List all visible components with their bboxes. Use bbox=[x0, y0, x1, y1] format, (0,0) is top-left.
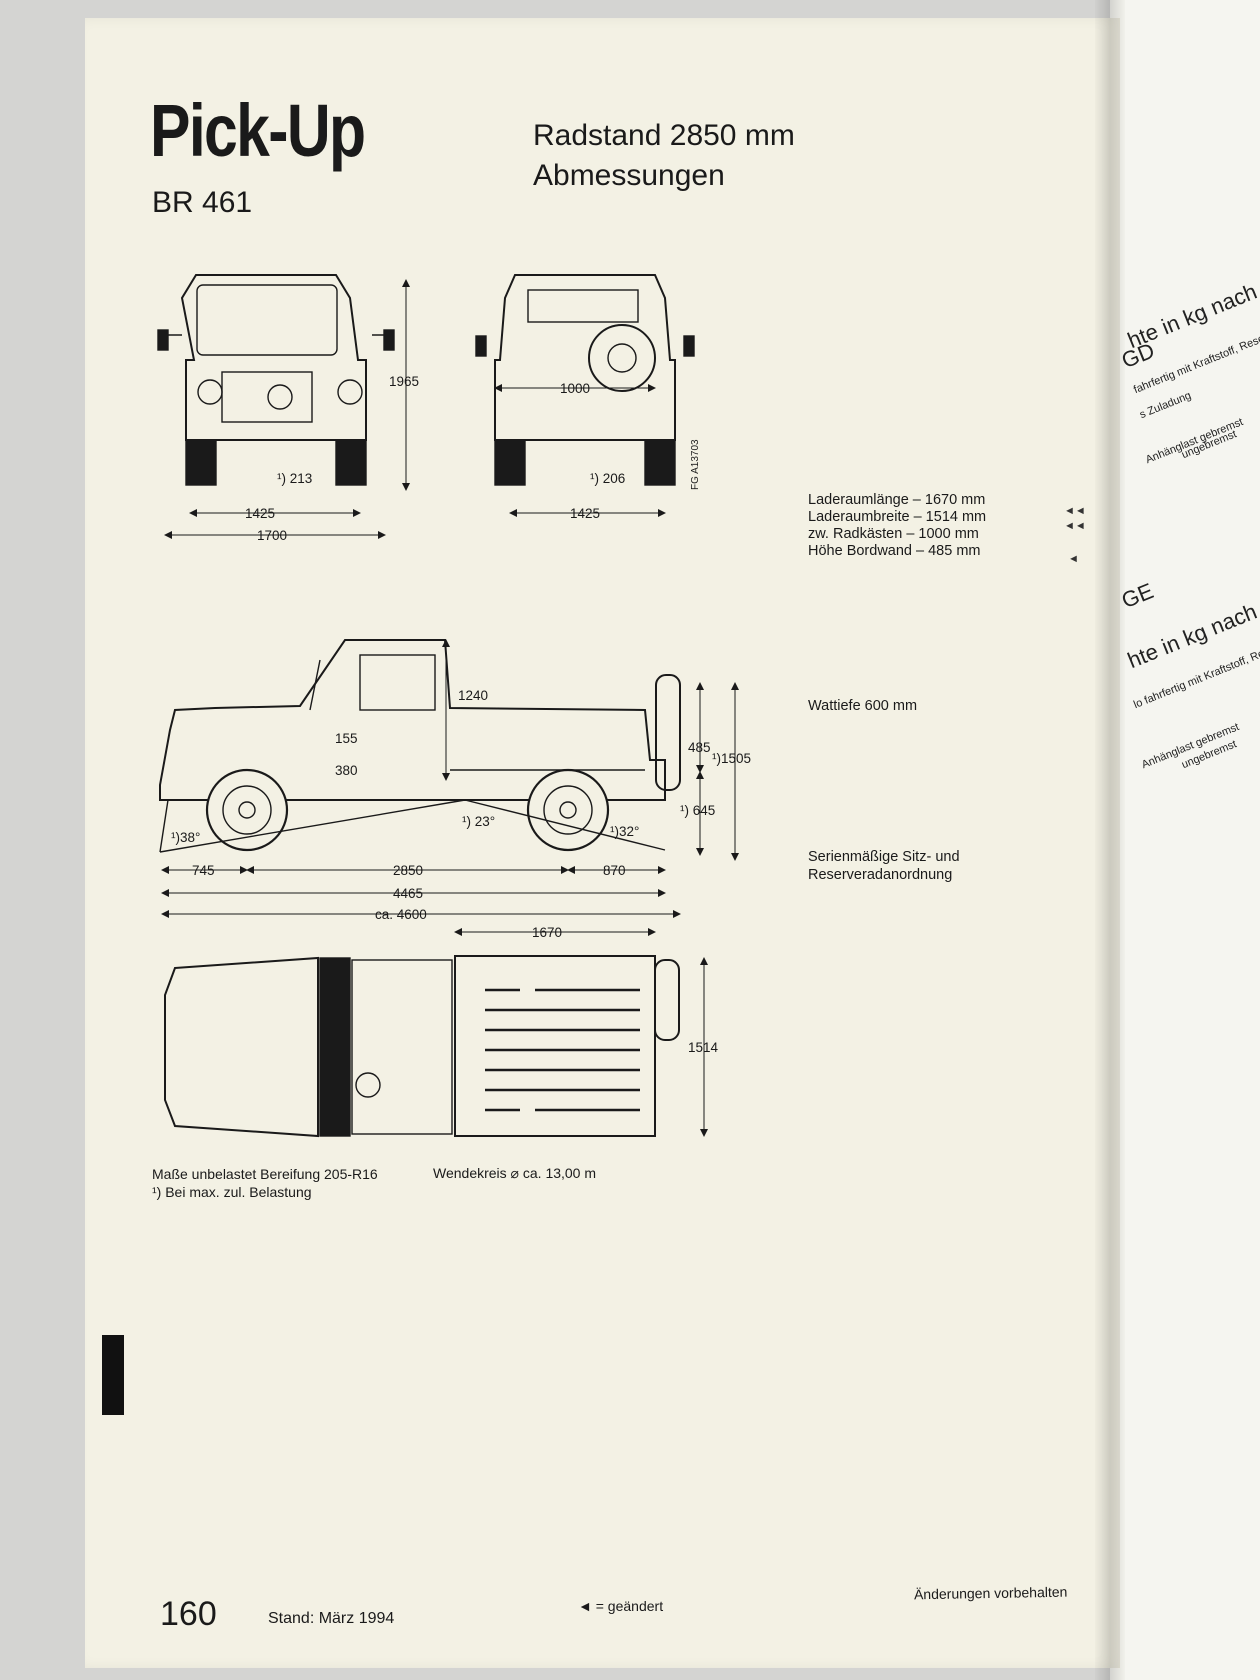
dim-front-track: 1425 bbox=[245, 506, 275, 521]
dimension-labels: 1965 ¹) 213 1425 1700 1000 ¹) 206 1425 F… bbox=[171, 374, 751, 1055]
seating-note: Serienmäßige Sitz- und Reserveradanordnu… bbox=[808, 848, 960, 884]
max-load-note: ¹) Bei max. zul. Belastung bbox=[152, 1184, 312, 1200]
heading-line: Radstand 2850 mm bbox=[533, 119, 795, 152]
drawing-notes: Maße unbelastet Bereifung 205-R16 ¹) Bei… bbox=[152, 1165, 378, 1201]
cargo-spec: zw. Radkästen – 1000 mm bbox=[808, 526, 979, 542]
dim-645: ¹) 645 bbox=[680, 803, 715, 818]
dim-rear-inner: 1000 bbox=[560, 381, 590, 396]
approach-angle: ¹)38° bbox=[171, 830, 200, 845]
cargo-spec-list: Laderaumlänge – 1670 mm Laderaumbreite –… bbox=[808, 492, 986, 560]
rear-view-drawing bbox=[475, 274, 695, 486]
dim-rear-overhang: 870 bbox=[603, 863, 626, 878]
cargo-spec: Laderaumbreite – 1514 mm bbox=[808, 509, 987, 525]
cargo-spec: Laderaumlänge – 1670 mm bbox=[808, 492, 986, 508]
page-title: Pick-Up bbox=[150, 89, 366, 172]
change-marker-icon: ◄ bbox=[1068, 553, 1079, 565]
dim-rear-track: 1425 bbox=[570, 506, 600, 521]
page-number: 160 bbox=[160, 1595, 217, 1633]
facing-page: GD hte in kg nach DIN 70 fahrfertig mit … bbox=[1110, 0, 1260, 1680]
change-marker-icon: ◄◄ bbox=[1064, 520, 1086, 532]
top-view-drawing bbox=[164, 955, 680, 1138]
dim-cab-height: 1240 bbox=[458, 688, 488, 703]
dim-bed-length: 1670 bbox=[532, 925, 562, 940]
dim-485: 485 bbox=[688, 740, 711, 755]
dim-front-height: 1965 bbox=[389, 374, 419, 389]
thumb-index-tab bbox=[102, 1335, 124, 1415]
dim-overall-length: 4465 bbox=[393, 886, 423, 901]
turning-circle: Wendekreis ⌀ ca. 13,00 m bbox=[433, 1165, 597, 1181]
change-marker-icon: ◄◄ bbox=[1064, 505, 1086, 517]
departure-angle: ¹)32° bbox=[610, 824, 639, 839]
edition-date: Stand: März 1994 bbox=[268, 1610, 395, 1627]
dim-155: 155 bbox=[335, 731, 358, 746]
unladen-note: Maße unbelastet Bereifung 205-R16 bbox=[152, 1166, 378, 1182]
dim-rear-ground: ¹) 206 bbox=[590, 471, 625, 486]
section-heading: Radstand 2850 mm Abmessungen bbox=[533, 116, 795, 196]
dim-wheelbase: 2850 bbox=[393, 863, 423, 878]
series-label: BR 461 bbox=[152, 186, 253, 219]
side-view-drawing bbox=[159, 639, 681, 853]
dim-bed-width: 1514 bbox=[688, 1040, 719, 1055]
dim-approx-length: ca. 4600 bbox=[375, 907, 427, 922]
wading-depth: Wattiefe 600 mm bbox=[808, 698, 918, 714]
gutter-shadow bbox=[1095, 0, 1125, 1680]
front-view-drawing bbox=[157, 274, 395, 486]
dim-front-ground: ¹) 213 bbox=[277, 471, 312, 486]
cargo-spec: Höhe Bordwand – 485 mm bbox=[808, 543, 981, 559]
heading-line: Abmessungen bbox=[533, 159, 725, 192]
seating-note-line: Serienmäßige Sitz- und bbox=[808, 849, 960, 865]
change-legend: ◄ = geändert bbox=[578, 1598, 664, 1614]
dim-front-overhang: 745 bbox=[192, 863, 215, 878]
dimension-lines bbox=[161, 279, 739, 1137]
changes-reserved: Änderungen vorbehalten bbox=[913, 1583, 1068, 1603]
dim-1505: ¹)1505 bbox=[712, 751, 751, 766]
seating-note-line: Reserveradanordnung bbox=[808, 867, 953, 883]
dim-front-width: 1700 bbox=[257, 528, 287, 543]
figure-code: FG A13703 bbox=[690, 439, 701, 490]
dim-380: 380 bbox=[335, 763, 358, 778]
ramp-angle: ¹) 23° bbox=[462, 814, 495, 829]
